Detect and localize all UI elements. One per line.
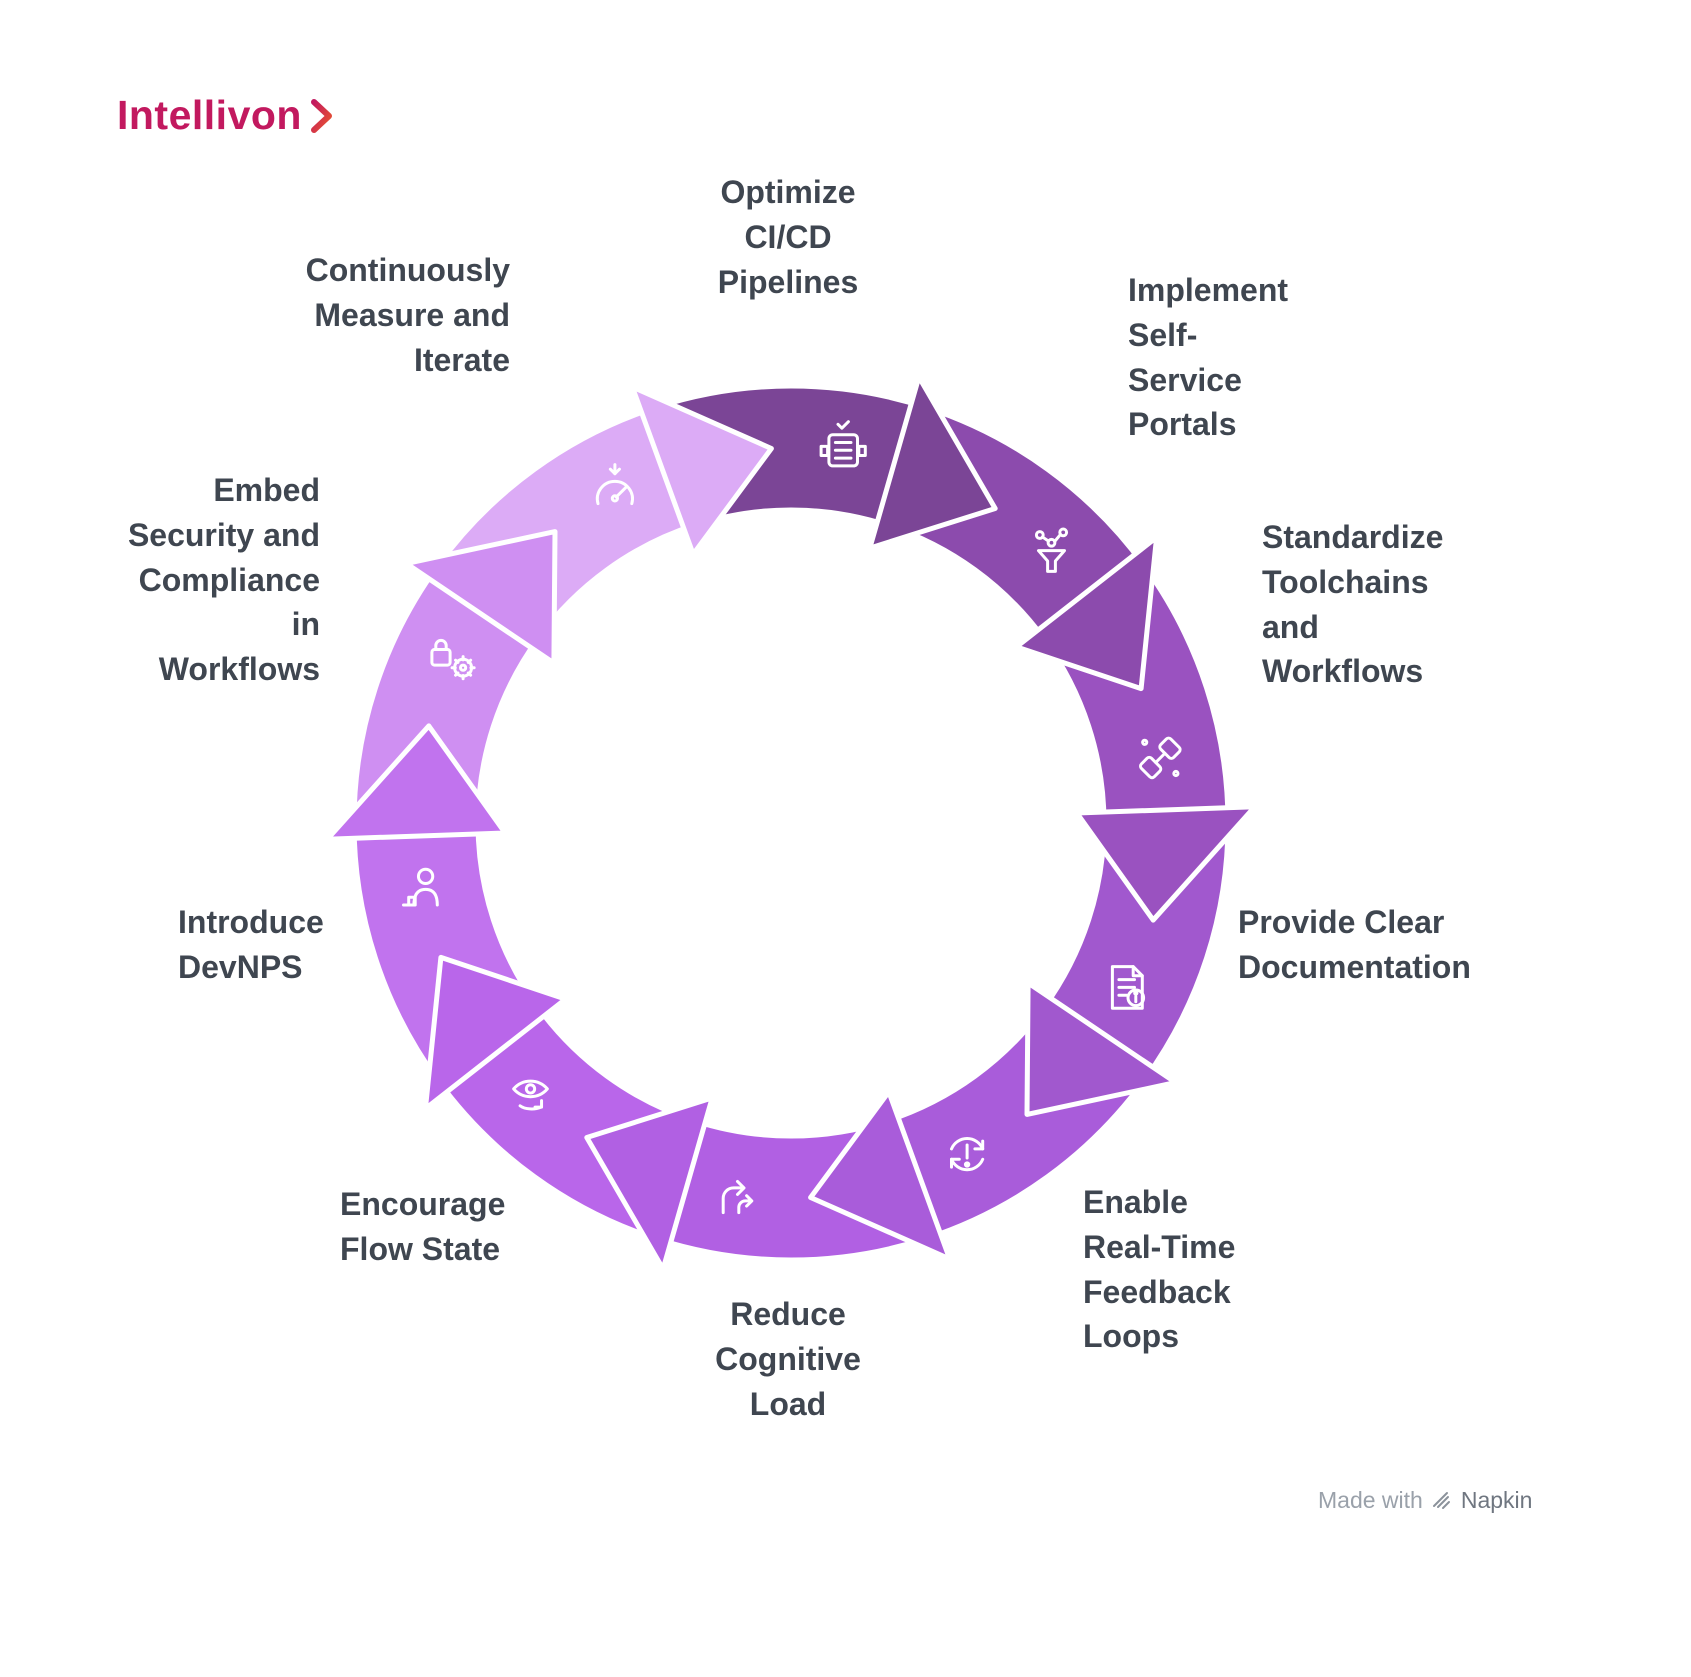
funnel-network-icon — [1034, 527, 1069, 573]
cycle-arrowhead — [584, 1095, 715, 1272]
step-label-continuously-measure-iterate: Continuously Measure and Iterate — [305, 252, 510, 378]
cycle-arrowhead — [867, 374, 998, 551]
flow-arrows-icon — [721, 1179, 754, 1215]
step-label-enable-feedback-loops: Enable Real-Time Feedback Loops — [1083, 1184, 1236, 1355]
cycle-arrowhead — [422, 954, 569, 1112]
brand-logo: Intellivon — [117, 92, 335, 139]
chevron-right-icon — [310, 98, 332, 133]
brand-name: Intellivon — [117, 92, 302, 138]
cycle-arrowhead — [324, 723, 508, 842]
step-label-standardize-toolchains: Standardize Toolchains and Workflows — [1262, 519, 1444, 690]
feedback-loop-icon — [950, 1137, 985, 1172]
step-label-reduce-cognitive-load: Reduce Cognitive Load — [715, 1296, 861, 1422]
eye-refresh-icon — [512, 1079, 549, 1111]
step-label-provide-clear-documentation: Provide Clear Documentation — [1238, 904, 1471, 985]
napkin-brand-text: Napkin — [1460, 1487, 1533, 1513]
napkin-logo-icon — [1432, 1491, 1450, 1509]
step-label-encourage-flow-state: Encourage Flow State — [340, 1186, 506, 1267]
cycle-arrowhead — [1013, 534, 1160, 692]
made-with-napkin-credit: Made with Napkin — [1318, 1487, 1532, 1514]
cycle-arrowhead — [808, 1089, 953, 1262]
pipeline-icon — [819, 420, 867, 468]
document-info-icon — [1110, 965, 1146, 1010]
person-icon — [402, 867, 439, 907]
step-label-optimize-cicd-pipelines: Optimize CI/CD Pipelines — [717, 174, 859, 300]
cycle-arrowhead — [1024, 980, 1179, 1117]
step-label-introduce-devnps: Introduce DevNPS — [178, 904, 324, 985]
lock-gear-icon — [430, 638, 476, 681]
plugins-icon — [1139, 736, 1182, 780]
step-label-implement-self-service: Implement Self- Service Portals — [1128, 272, 1289, 443]
step-label-embed-security-compliance: Embed Security and Compliance in Workflo… — [127, 472, 320, 688]
gauge-icon — [595, 463, 634, 506]
cycle-arrowhead — [629, 384, 774, 557]
made-with-text: Made with — [1318, 1487, 1423, 1513]
cycle-arrowhead — [1074, 804, 1258, 923]
cycle-arrowhead — [403, 529, 558, 666]
